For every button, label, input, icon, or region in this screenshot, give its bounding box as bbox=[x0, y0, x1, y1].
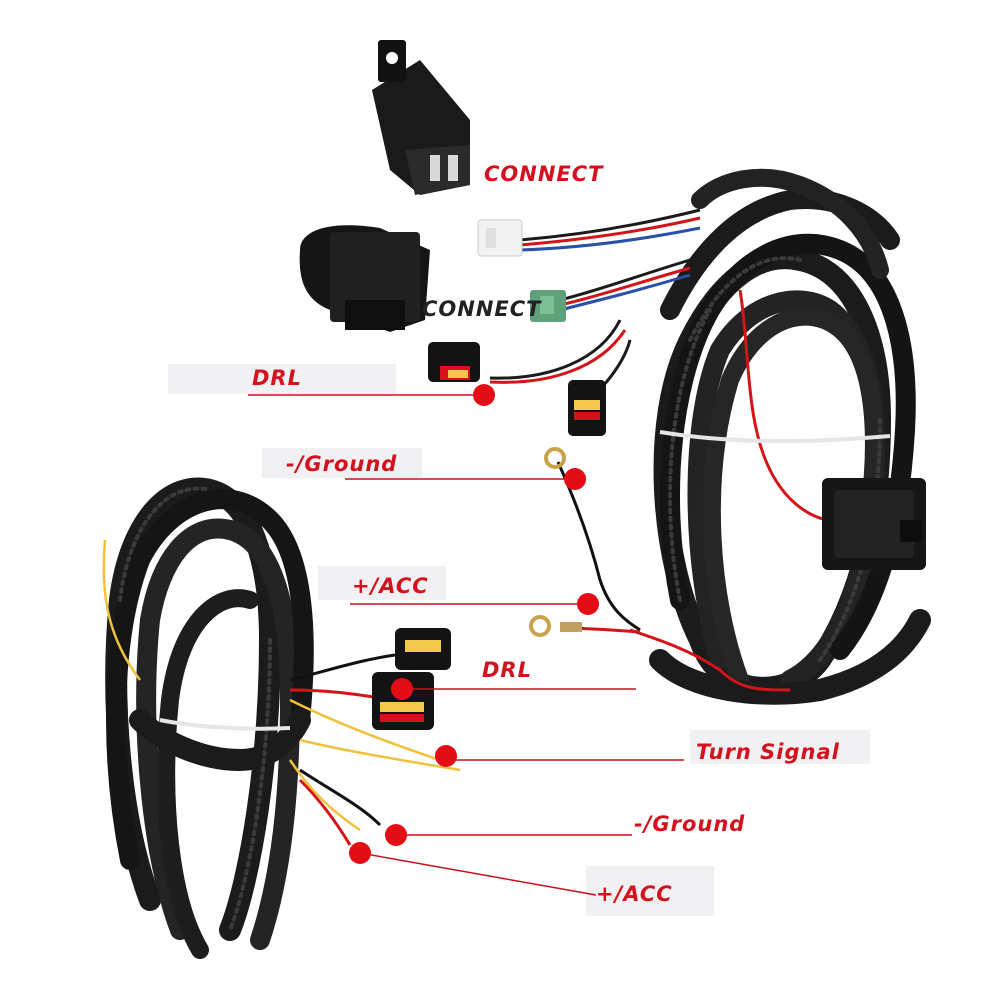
right-harness-coil bbox=[649, 168, 931, 705]
marker-dot-acc-lower bbox=[349, 842, 371, 864]
label-drl-upper: DRL bbox=[252, 366, 302, 390]
label-background-acc-lower bbox=[586, 866, 714, 916]
right-red-wire-lower bbox=[629, 628, 791, 692]
marker-dot-acc-upper bbox=[577, 593, 599, 615]
label-background-ground-upper bbox=[262, 448, 422, 478]
left-drl-connectors bbox=[289, 628, 451, 730]
left-black-wire bbox=[299, 768, 382, 827]
label-background-acc-upper bbox=[318, 566, 446, 600]
upper-ring-terminal-wires bbox=[529, 447, 641, 637]
left-red-wire bbox=[298, 778, 352, 846]
marker-dot-turn-signal bbox=[435, 745, 457, 767]
label-background-turn-signal bbox=[690, 730, 870, 764]
label-ground-lower: -/Ground bbox=[634, 812, 746, 836]
green-connector bbox=[530, 290, 566, 322]
marker-dot-drl-lower bbox=[391, 678, 413, 700]
label-acc-lower: +/ACC bbox=[596, 882, 673, 906]
upper-branch-wires bbox=[489, 208, 701, 402]
rocker-switch bbox=[299, 225, 430, 332]
marker-dots bbox=[349, 384, 599, 864]
label-connect-top: CONNECT bbox=[484, 162, 604, 186]
label-ground-upper: -/Ground bbox=[286, 452, 398, 476]
marker-dot-ground-lower bbox=[385, 824, 407, 846]
left-cable-tie bbox=[159, 718, 291, 731]
left-yellow-wires bbox=[102, 539, 461, 832]
upper-drl-connectors bbox=[428, 342, 606, 436]
left-harness-coil bbox=[105, 477, 314, 959]
leader-lines bbox=[248, 394, 684, 896]
switch-socket bbox=[822, 478, 926, 570]
label-turn-signal: Turn Signal bbox=[696, 740, 840, 764]
relay bbox=[372, 40, 470, 195]
label-acc-upper: +/ACC bbox=[352, 574, 429, 598]
label-drl-lower: DRL bbox=[482, 658, 532, 682]
white-connector bbox=[477, 219, 523, 257]
cable-tie bbox=[659, 430, 891, 444]
marker-dot-drl-upper bbox=[473, 384, 495, 406]
label-connect-mid: CONNECT bbox=[422, 297, 542, 321]
marker-dot-ground-upper bbox=[564, 468, 586, 490]
right-red-wire bbox=[738, 289, 831, 522]
label-background-drl-upper bbox=[168, 364, 396, 394]
